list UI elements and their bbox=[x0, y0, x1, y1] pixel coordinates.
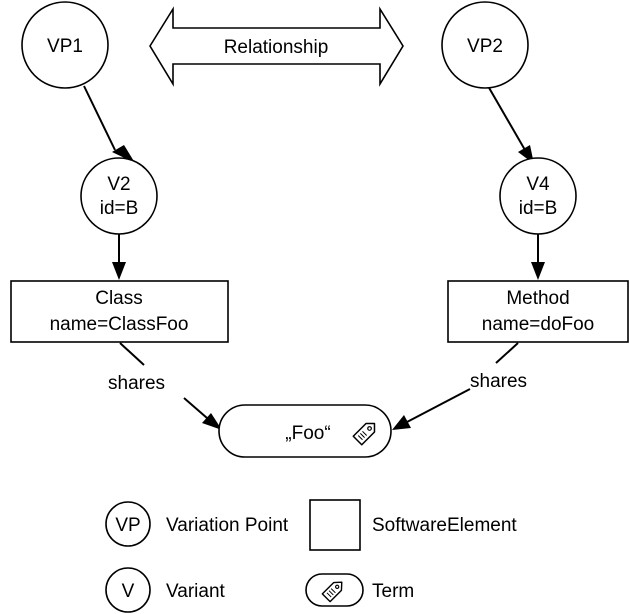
tag-icon bbox=[352, 422, 376, 446]
software-element-class: Class name=ClassFoo bbox=[10, 280, 229, 343]
legend-vp-label: Variation Point bbox=[166, 515, 289, 536]
class-element-line1: Class bbox=[95, 288, 143, 309]
class-element-box bbox=[10, 280, 229, 343]
edge-label-shares-right: shares bbox=[470, 371, 527, 392]
edge-class-term bbox=[119, 342, 145, 366]
edge-method-term bbox=[495, 342, 519, 364]
legend-vp-circle bbox=[105, 501, 151, 547]
legend-v-circle bbox=[105, 567, 151, 613]
legend-term-label: Term bbox=[372, 581, 414, 602]
variant-v2: V2 id=B bbox=[80, 157, 158, 235]
legend-vp-symbol: VP bbox=[115, 515, 140, 536]
legend-software-element: SoftwareElement bbox=[309, 499, 517, 551]
term-box bbox=[218, 404, 392, 458]
vp2-label: VP2 bbox=[467, 36, 503, 57]
edge-method-term-lower bbox=[406, 388, 471, 423]
relationship-label: Relationship bbox=[224, 37, 329, 58]
legend: VP Variation Point SoftwareElement V Var… bbox=[105, 499, 517, 613]
vp1-circle bbox=[21, 1, 109, 89]
variation-point-vp2: VP2 bbox=[441, 1, 529, 89]
relationship-arrow-shape bbox=[149, 6, 404, 87]
v2-label-line1: V2 bbox=[107, 174, 130, 195]
variation-point-vp1: VP1 bbox=[21, 1, 109, 89]
legend-v-label: Variant bbox=[166, 581, 226, 602]
variant-v4: V4 id=B bbox=[499, 157, 577, 235]
edge-v4-method-arrowhead bbox=[531, 262, 545, 280]
edge-vp1-v2 bbox=[83, 85, 116, 151]
edges: shares shares bbox=[83, 85, 545, 430]
legend-term-box bbox=[305, 573, 364, 607]
legend-software-element-label: SoftwareElement bbox=[372, 515, 517, 536]
v4-circle bbox=[499, 157, 577, 235]
v4-label-line2: id=B bbox=[519, 198, 558, 219]
vp2-circle bbox=[441, 1, 529, 89]
legend-variant: V Variant bbox=[105, 567, 226, 613]
legend-v-symbol: V bbox=[122, 581, 135, 602]
term-label: „Foo“ bbox=[285, 423, 330, 444]
edge-method-term-arrowhead bbox=[392, 415, 411, 430]
edge-v2-class-arrowhead bbox=[112, 262, 126, 280]
legend-term: Term bbox=[305, 573, 414, 607]
edge-class-term-arrowhead bbox=[202, 413, 222, 430]
legend-variation-point: VP Variation Point bbox=[105, 501, 289, 547]
v2-label-line2: id=B bbox=[100, 198, 139, 219]
software-element-method: Method name=doFoo bbox=[447, 280, 629, 343]
class-element-line2: name=ClassFoo bbox=[50, 314, 189, 335]
vp1-label: VP1 bbox=[47, 36, 83, 57]
relationship-arrow: Relationship bbox=[149, 6, 404, 87]
method-element-box bbox=[447, 280, 629, 343]
v4-label-line1: V4 bbox=[526, 174, 550, 195]
term-node: „Foo“ bbox=[218, 404, 392, 458]
legend-software-element-box bbox=[309, 499, 361, 551]
edge-class-term-lower bbox=[183, 397, 208, 419]
edge-label-shares-left: shares bbox=[108, 373, 165, 394]
tag-icon bbox=[321, 581, 343, 603]
method-element-line1: Method bbox=[506, 288, 569, 309]
v2-circle bbox=[80, 157, 158, 235]
method-element-line2: name=doFoo bbox=[482, 314, 595, 335]
edge-vp2-v4 bbox=[487, 85, 526, 151]
edge-vp1-v2-arrowhead bbox=[112, 145, 135, 163]
